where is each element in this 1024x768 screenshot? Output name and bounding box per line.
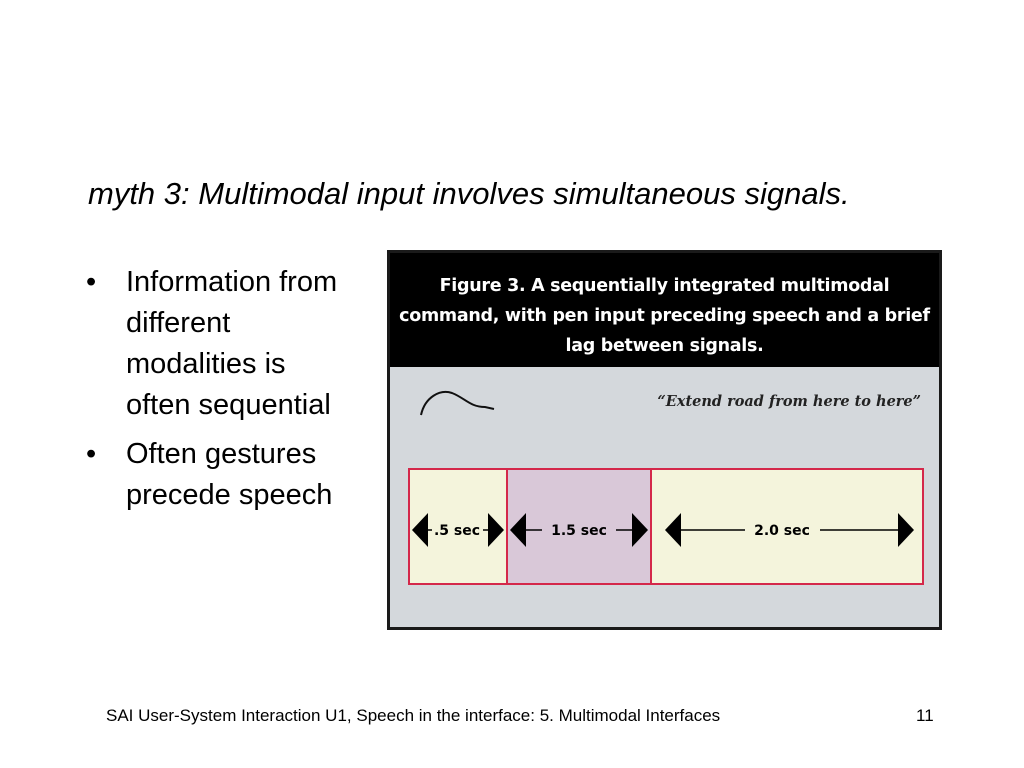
segment-box-2 [650,468,924,585]
bullet-item: • Often gestures precede speech [84,434,354,516]
bullet-item: • Information from different modalities … [84,262,354,426]
arrow-right-icon [488,513,504,547]
bullet-dot-icon: • [86,266,97,298]
bullet-text: Often gestures precede speech [126,438,333,511]
figure-body: .5 sec 1.5 sec 2.0 sec “Extend road from… [390,367,939,627]
page-number: 11 [916,706,934,725]
figure-caption: Figure 3. A sequentially integrated mult… [399,276,930,356]
segment-label-2: 2.0 sec [754,523,810,539]
bullet-list: • Information from different modalities … [84,262,354,524]
segment-label-0: .5 sec [434,523,480,539]
footer-text: SAI User-System Interaction U1, Speech i… [106,706,721,725]
arrow-right-icon [632,513,648,547]
slide-title: myth 3: Multimodal input involves simult… [88,176,850,211]
arrow-left-icon [412,513,428,547]
arrow-left-icon [510,513,526,547]
figure: Figure 3. A sequentially integrated mult… [387,250,942,630]
timeline-diagram: .5 sec 1.5 sec 2.0 sec [408,391,924,585]
pen-stroke-icon [420,391,495,416]
segment-label-1: 1.5 sec [551,523,607,539]
arrow-right-icon [898,513,914,547]
speech-quote: “Extend road from here to here” [657,393,921,410]
bullet-dot-icon: • [86,438,97,470]
segment-box-1 [506,468,652,585]
arrow-left-icon [665,513,681,547]
bullet-text: Information from different modalities is… [126,266,338,421]
